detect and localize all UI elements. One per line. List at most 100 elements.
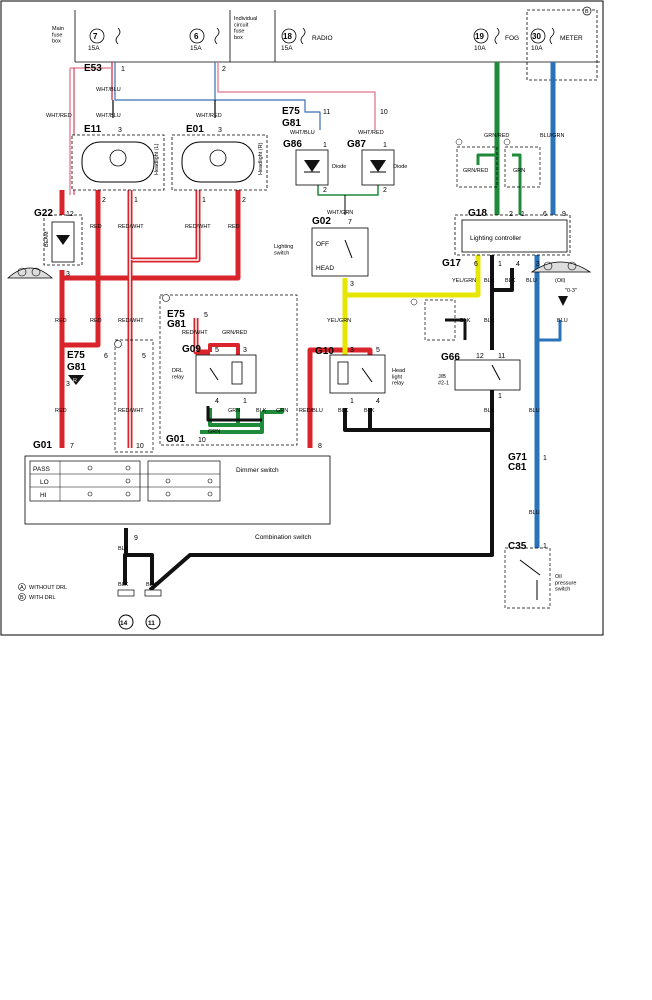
svg-text:Headlight (L): Headlight (L) [154, 143, 160, 175]
svg-text:1: 1 [383, 142, 387, 149]
svg-text:Headlight (R): Headlight (R) [258, 142, 264, 175]
svg-text:4: 4 [215, 398, 219, 405]
svg-text:2: 2 [323, 187, 327, 194]
svg-text:BLK: BLK [505, 278, 516, 284]
svg-text:BLK: BLK [256, 408, 267, 414]
svg-text:WHT/BLU: WHT/BLU [96, 87, 121, 93]
dimmer-row-pass: PASS [33, 466, 51, 473]
svg-text:BLU: BLU [529, 408, 540, 414]
ground-arrow-box [410, 298, 456, 341]
svg-text:GRN: GRN [276, 408, 288, 414]
svg-text:A: A [20, 585, 24, 591]
svg-text:18: 18 [283, 32, 292, 41]
svg-text:GRN: GRN [208, 429, 220, 435]
wire-labels: WHT/BLU WHT/RED WHT/BLU WHT/RED WHT/BLU … [46, 87, 568, 588]
wire-red-hl-r [62, 190, 241, 281]
wire-yel-grn [342, 255, 481, 298]
svg-text:3: 3 [350, 281, 354, 288]
svg-text:GRN: GRN [513, 168, 525, 174]
svg-text:7: 7 [70, 443, 74, 450]
svg-text:30: 30 [532, 32, 541, 41]
fuse-6: 6 15A [189, 27, 220, 52]
svg-text:10A: 10A [531, 45, 543, 52]
svg-text:4: 4 [376, 398, 380, 405]
svg-text:OFF: OFF [316, 241, 329, 248]
svg-text:14: 14 [120, 620, 128, 627]
svg-text:3: 3 [66, 271, 70, 278]
svg-text:BLU/GRN: BLU/GRN [540, 133, 564, 139]
svg-text:METER: METER [560, 35, 583, 42]
svg-text:Lighting controller: Lighting controller [470, 235, 522, 242]
combination-switch: PASS LO HI Dimmer switch Combination swi… [24, 455, 331, 541]
svg-text:8: 8 [318, 443, 322, 450]
conn-e75a: E75 [282, 106, 300, 117]
svg-text:Diode: Diode [332, 164, 346, 170]
meter-icon-right [530, 261, 592, 273]
conn-g66: G66 [441, 352, 460, 363]
svg-text:1: 1 [323, 142, 327, 149]
svg-text:WHT/GRN: WHT/GRN [327, 210, 353, 216]
svg-text:BLU: BLU [557, 318, 568, 324]
junction-block: J/B#2-1 [438, 359, 521, 391]
svg-text:1: 1 [498, 261, 502, 268]
svg-text:1: 1 [243, 398, 247, 405]
svg-text:6: 6 [474, 261, 478, 268]
svg-text:2: 2 [509, 211, 513, 218]
svg-text:BLK: BLK [338, 408, 349, 414]
headlight-left: Headlight (L) [71, 134, 165, 191]
svg-text:10A: 10A [474, 45, 486, 52]
without-drl-group [114, 339, 154, 453]
svg-text:3: 3 [350, 347, 354, 354]
fuse-19-fog: 19 10A FOG [473, 27, 519, 52]
svg-text:BLK: BLK [460, 318, 471, 324]
wire-wht-red-left [69, 67, 112, 195]
svg-text:BLK: BLK [484, 408, 495, 414]
svg-text:WHT/BLU: WHT/BLU [96, 113, 121, 119]
svg-text:BLU: BLU [526, 278, 537, 284]
pin-numbers: 1 2 3 3 2 1 1 2 11 10 1 1 2 2 12 3 7 3 2… [66, 66, 566, 550]
svg-text:10: 10 [198, 437, 206, 444]
conn-g81b: G81 [167, 319, 186, 330]
svg-text:YEL/GRN: YEL/GRN [452, 278, 476, 284]
legend: A WITHOUT DRL B WITH DRL [18, 583, 67, 601]
lighting-controller: Lighting controller [454, 214, 571, 256]
svg-text:R: R [73, 378, 77, 384]
svg-text:11: 11 [498, 353, 505, 360]
svg-text:WITH DRL: WITH DRL [29, 595, 56, 601]
svg-text:WITHOUT DRL: WITHOUT DRL [29, 585, 67, 591]
svg-text:1: 1 [202, 197, 206, 204]
svg-text:1: 1 [521, 211, 525, 218]
svg-text:9: 9 [134, 535, 138, 542]
svg-text:Dimmer switch: Dimmer switch [236, 467, 279, 474]
svg-text:9: 9 [562, 211, 566, 218]
svg-text:J/B#2-1: J/B#2-1 [438, 374, 449, 386]
svg-text:10: 10 [136, 443, 144, 450]
svg-text:WHT/RED: WHT/RED [46, 113, 72, 119]
svg-text:1: 1 [121, 66, 125, 73]
conn-e01: E01 [186, 124, 204, 135]
svg-text:2: 2 [222, 66, 226, 73]
svg-text:3: 3 [243, 347, 247, 354]
fuse-7: 7 15A [88, 27, 121, 52]
wire-red-hl-l [60, 190, 101, 348]
svg-text:BLU: BLU [529, 510, 540, 516]
conn-g17: G17 [442, 258, 461, 269]
oil-label: (Oil) [555, 278, 566, 284]
wire-blk-controller [490, 255, 514, 292]
wire-wht-red-right [217, 62, 376, 130]
svg-text:5: 5 [204, 312, 208, 319]
svg-text:5: 5 [376, 347, 380, 354]
conn-g09: G09 [182, 344, 201, 355]
conn-g10: G10 [315, 346, 334, 357]
svg-text:7: 7 [93, 32, 98, 41]
ground-14: 14 [117, 589, 135, 630]
svg-text:3: 3 [536, 261, 540, 268]
